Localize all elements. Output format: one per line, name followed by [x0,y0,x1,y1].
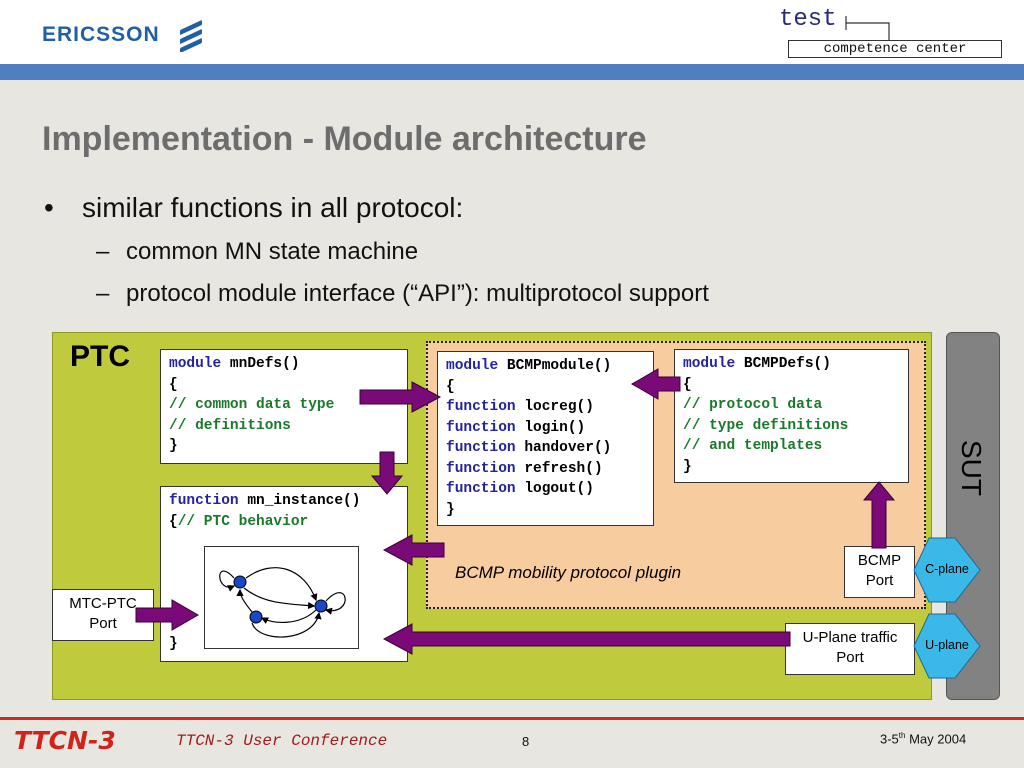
bcmp-port: BCMP Port [844,546,915,598]
comment: // and templates [683,438,823,454]
module-name: BCMPmodule() [506,358,612,374]
brace: } [169,636,178,652]
state-node [233,575,247,589]
keyword: module [169,356,222,372]
uplane-traffic-port: U-Plane traffic Port [785,623,915,675]
sub-bullet-dash: – [96,280,110,307]
comment: // PTC behavior [177,513,309,530]
footer-date: 3-5th May 2004 [880,731,966,746]
function-handover: handover() [524,440,612,456]
c-plane-shape [913,537,981,603]
keyword: function [446,399,516,415]
state-machine-diagram [204,546,359,649]
u-plane-label: U-plane [925,638,969,652]
keyword: module [446,358,499,374]
date-suffix: May 2004 [905,731,967,747]
date-sup: th [898,731,906,740]
bullet-marker: • [44,192,54,223]
module-name: BCMPDefs() [743,356,831,372]
module-name: mnDefs() [229,356,300,372]
brace: { [169,376,178,393]
arrow-mtcptc-to-mninstance [135,599,200,631]
arrow-plugin-to-mninstance [382,534,445,566]
brace: { [683,376,692,393]
keyword: function [169,493,239,509]
keyword: function [446,460,516,477]
arrow-uplane-to-mninstance [382,623,791,655]
comment: // common data type [169,397,335,413]
brace: } [169,438,178,454]
c-plane-label: C-plane [925,562,969,576]
header-accent-bar [0,64,1024,80]
sut-label: SUT [956,440,987,496]
port-label: Port [865,572,894,589]
u-plane-shape [913,613,981,679]
ttcn3-logo: TTCN-3 [14,726,116,755]
page-number: 8 [522,734,530,749]
date-prefix: 3-5 [880,731,899,747]
port-label: Port [836,649,864,666]
brace: } [683,458,692,475]
function-locreg: locreg() [524,399,594,415]
port-label: U-Plane traffic [802,629,898,646]
brand-competence-center: competence center [788,40,1002,58]
brand-connector-icon [845,16,890,40]
comment: // type definitions [683,417,849,434]
sub-bullet-2: protocol module interface (“API”): multi… [126,280,709,307]
arrow-bcmpdefs-to-bcmpmodule [630,368,681,400]
state-node [249,610,263,624]
bullet-main: similar functions in all protocol: [82,192,464,223]
arrow-bcmpport-to-bcmpdefs [862,481,896,549]
mndefs-module-box: module mnDefs() { // common data type //… [160,349,408,464]
keyword: module [683,356,736,372]
function-name: mn_instance() [247,493,361,509]
keyword: function [446,481,516,497]
keyword: function [446,419,516,436]
port-label: Port [89,615,117,632]
comment: // definitions [169,417,291,434]
brace: } [446,501,455,518]
bcmp-defs-box: module BCMPDefs() { // protocol data // … [674,349,909,483]
footer-line [0,717,1024,720]
bcmp-module-box: module BCMPmodule() { function locreg() … [437,351,654,526]
port-label: BCMP [857,552,902,569]
arrow-mndefs-to-mninstance [370,451,404,495]
sub-bullet-1: common MN state machine [126,238,419,265]
comment: // protocol data [683,397,823,413]
ericsson-logo-text: ERICSSON [42,23,160,46]
sub-bullet-dash: – [96,238,110,265]
footer-conference: TTCN-3 User Conference [176,732,388,750]
bcmp-plugin-label: BCMP mobility protocol plugin [455,563,682,582]
arrow-mndefs-to-bcmpmodule [359,381,442,413]
ericsson-logo-icon [180,20,202,52]
brace: { [446,378,455,395]
slide-title: Implementation - Module architecture [42,120,647,158]
function-refresh: refresh() [524,460,603,477]
port-label: MTC-PTC [69,595,137,612]
brand-test-label: test [779,6,837,33]
function-login: login() [524,419,586,436]
ptc-label: PTC [70,340,130,373]
brace: { [169,513,178,530]
keyword: function [446,440,516,456]
function-logout: logout() [524,481,594,497]
